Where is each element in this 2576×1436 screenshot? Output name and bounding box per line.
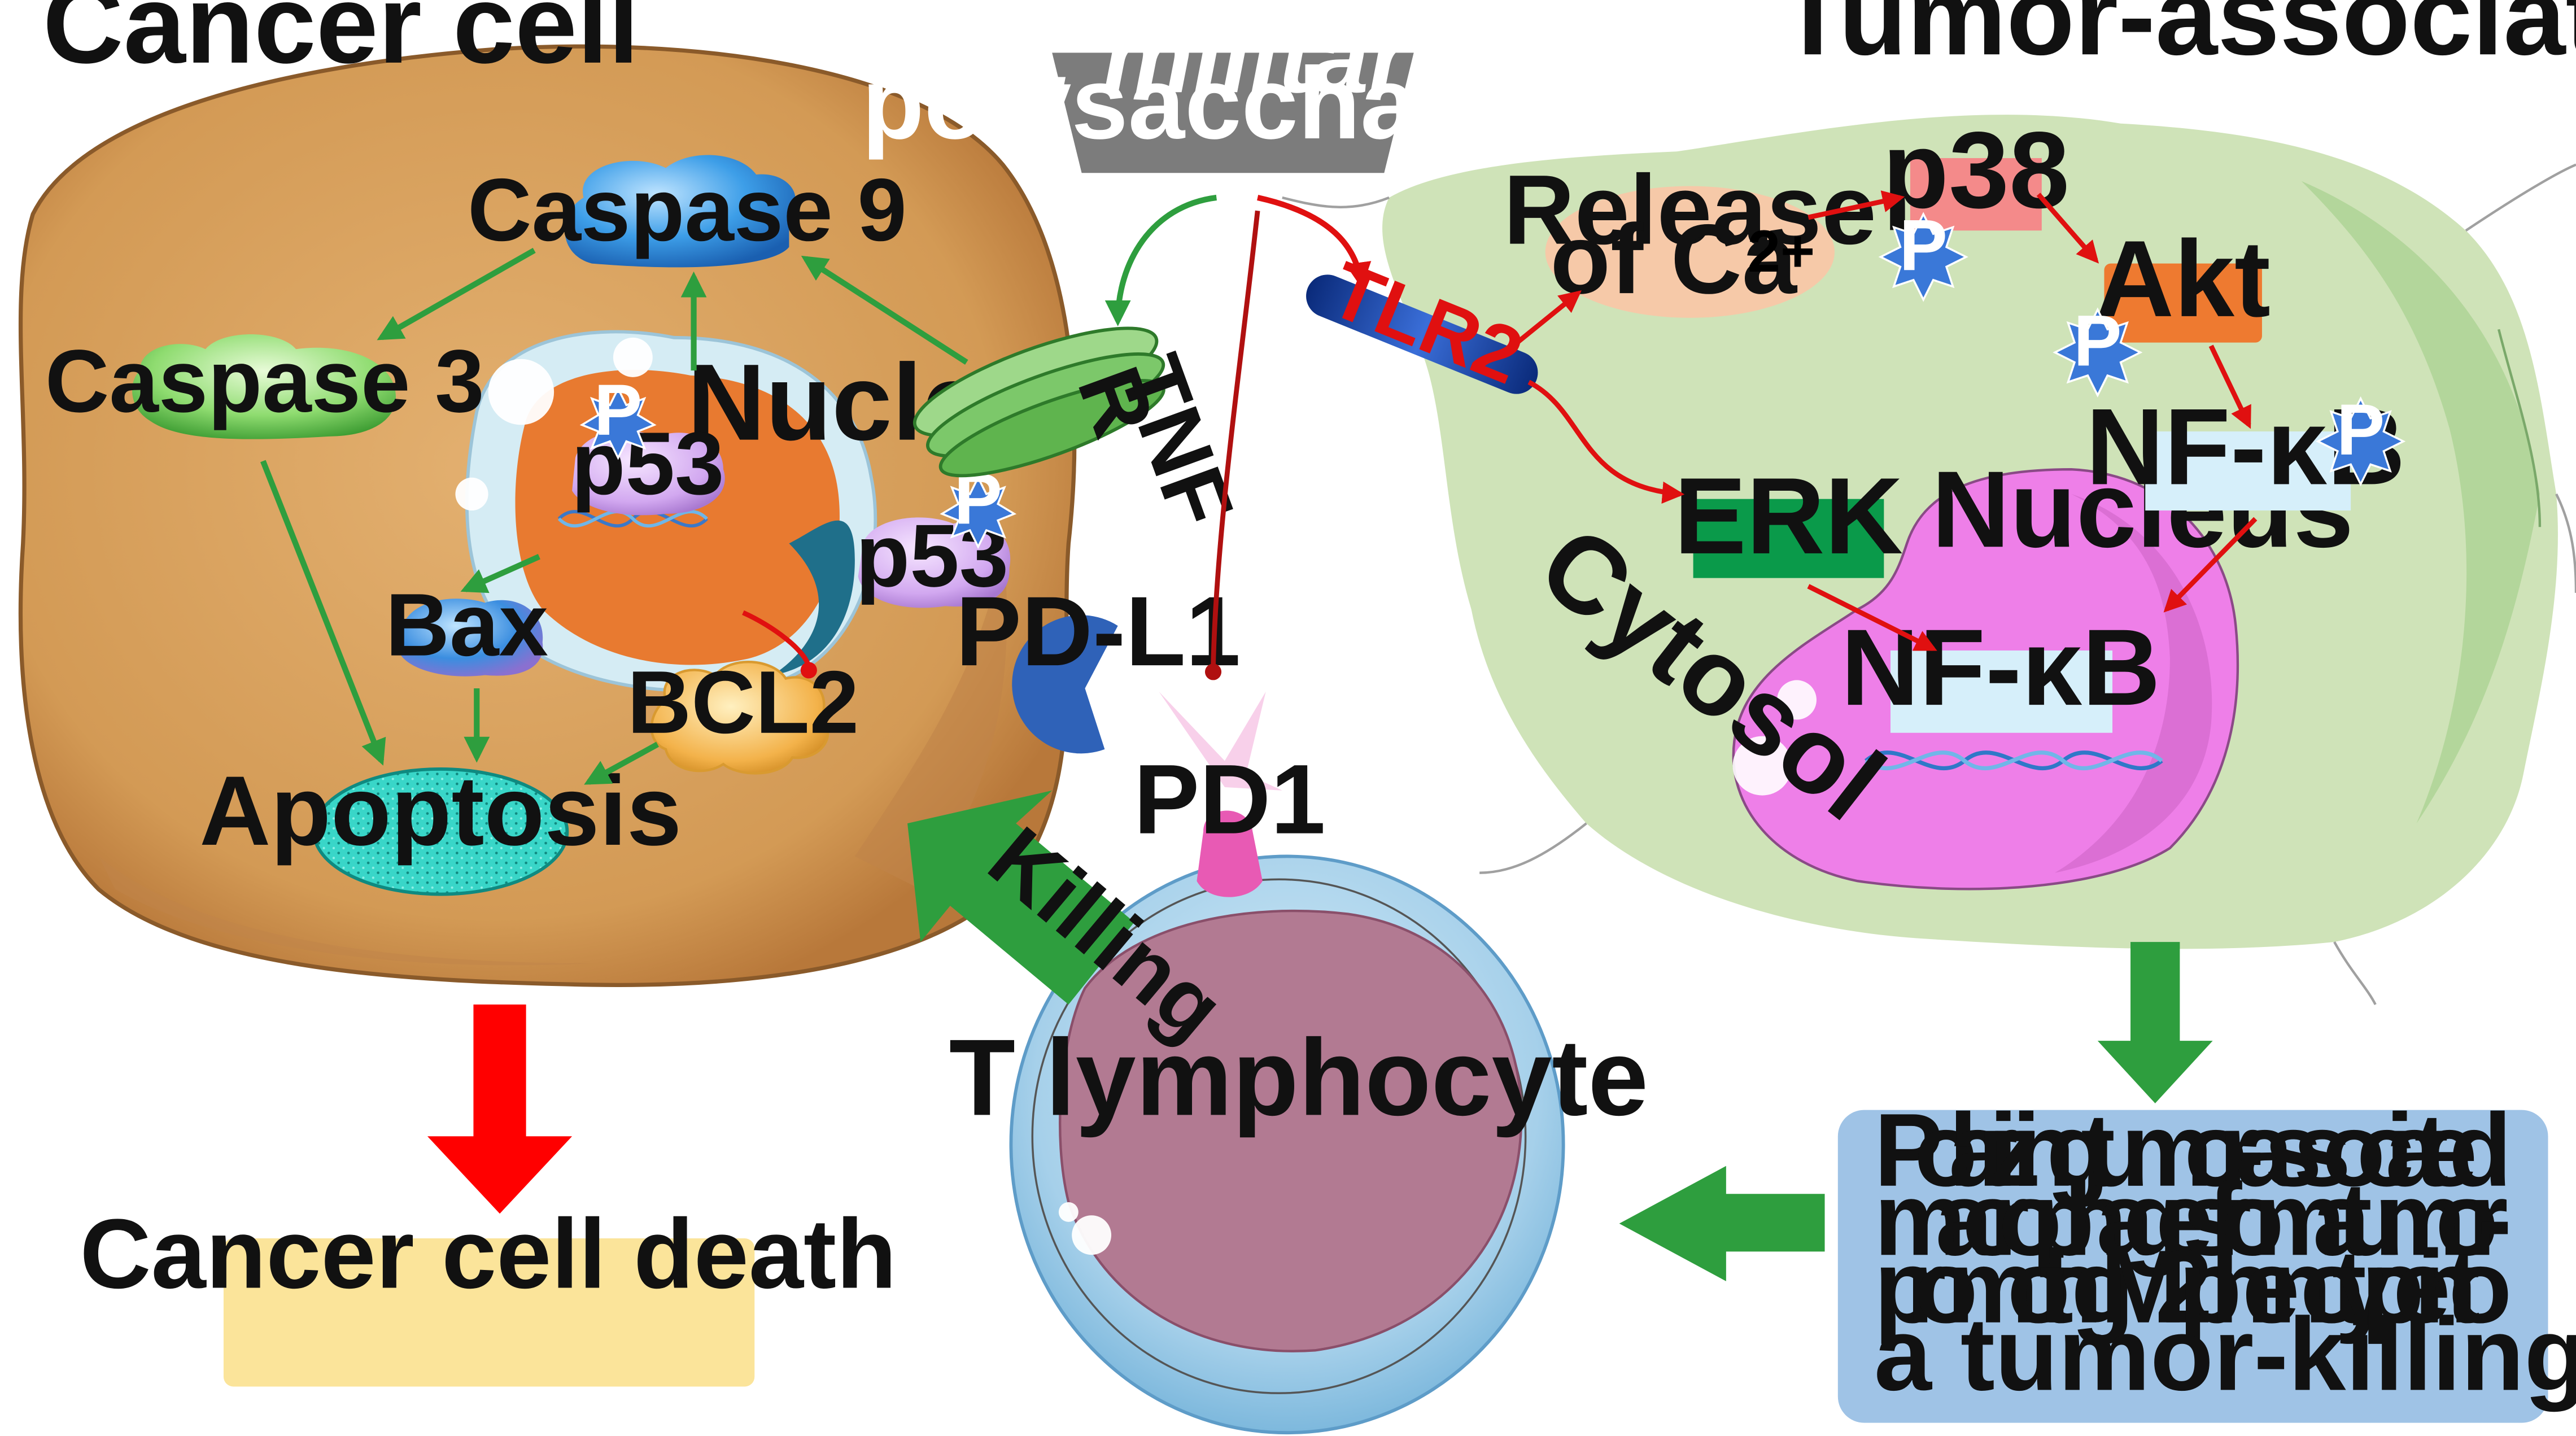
dna-helix-icon [557,510,708,528]
polarizing-box: Polarizing tumor-associated macrophages … [1837,1092,2576,1423]
phospho-label: P [594,370,642,451]
cancer-pathway-arrows [260,247,968,785]
arrow-akt-to-nfkb [2208,344,2251,429]
bcl2-label: BCL2 [627,653,859,752]
akt-label: Akt [2095,218,2271,339]
arrow-casp9-to-casp3 [377,247,536,341]
pd1-label: PD1 [1134,745,1326,855]
cancer-cell-title: Cancer cell [43,0,639,86]
phospho-star-icon: P [579,370,657,460]
arrow-erk-to-nfkb [1807,584,1937,651]
phospho-label: P [2337,390,2385,470]
arrow-tnfr-to-casp9 [801,255,968,365]
arrow-bcl2-to-apoptosis [584,741,659,785]
arrow-source-to-tnfr [1104,194,1217,326]
phospho-label: P [2073,300,2121,381]
polarizing-line4: a tumor-killing M1 phenotype [1874,1296,2576,1412]
caspase3-label: Caspase 3 [45,332,484,431]
akt-node: Akt [2095,218,2271,343]
source-node: C. militaris polysaccharide [862,0,1604,173]
polarizing-line2: macrophages from a tumor- [1874,1161,2512,1277]
dna-helix-icon [1864,750,2163,770]
pdl1-label: PD-L1 [955,577,1241,687]
phospho-star-icon: P [2316,390,2406,487]
arrow-source-to-tlr2 [1257,194,1372,289]
arrow-nfkb-to-nucleus [2163,517,2258,613]
caspase3-node: Caspase 3 [45,332,484,439]
caspase9-label: Caspase 9 [468,161,907,260]
cancer-death-box: Cancer cell death [80,1199,897,1387]
erk-node: ERK [1674,455,1903,578]
arrow-tlr2-to-release [1507,290,1582,351]
polarizing-line3: promoting M2 phenotype into [1874,1229,2512,1345]
release-line1: Release [1504,155,1876,265]
arrow-p38-to-akt [2036,193,2099,264]
phospho-star-icon: P [2053,300,2143,398]
polarizing-line1: Polarizing tumor-associated [1874,1092,2512,1208]
arrow-p53-to-bax [460,554,540,593]
p38-label: p38 [1883,109,2069,230]
macrophage-title: Tumor-associated macrophage [1779,0,2576,78]
phospho-star-icon: P [1878,205,1968,302]
release-sup: 2+ [1748,219,1815,285]
erk-label: ERK [1674,455,1903,577]
source-line2: polysaccharide [862,46,1604,160]
pd1-node: PD1 [1134,691,1326,897]
t-lymphocyte-label: T lymphocyte [949,1016,1648,1138]
p53-inhibits-bcl2 [742,610,817,679]
source-arrows [1104,194,1372,680]
source-line1: C. militaris [972,0,1494,114]
phospho-label: P [1899,205,1947,286]
arrow-tlr2-to-erk [1527,379,1685,504]
macrophage-signal-arrows [1507,190,2258,651]
polarization-down-arrow [2097,942,2213,1103]
caspase9-node: Caspase 9 [468,155,907,268]
arrow-casp3-to-apoptosis [260,460,386,766]
t-lymphocyte-cell: T lymphocyte [949,854,1648,1435]
bcl2-node: BCL2 [627,653,859,775]
tnf-receptor: TNF R [912,326,1252,539]
p38-node: p38 [1883,109,2069,230]
arrow-release-to-p38 [1807,190,1905,220]
pdl1-node: PD-L1 [955,577,1241,754]
release-ca-node: Release of Ca 2+ [1504,155,1876,318]
source-inhibits-pdl1 [1211,210,1260,667]
polarization-left-arrow [1619,1166,1825,1281]
release-line2: of Ca [1550,204,1797,315]
inhibit-dot [1204,664,1222,680]
death-arrow [427,1004,573,1214]
cancer-death-label: Cancer cell death [80,1199,896,1309]
